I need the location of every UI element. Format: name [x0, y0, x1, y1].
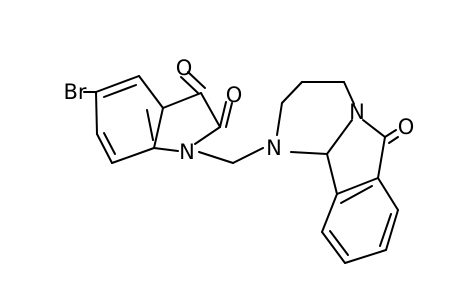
- bond: [180, 76, 199, 94]
- atom-nitrogen-pyrimidine: N: [266, 136, 282, 160]
- bond: [336, 177, 379, 195]
- bond: [194, 126, 221, 145]
- bond: [138, 75, 164, 109]
- bond: [96, 133, 113, 164]
- bond: [219, 101, 227, 128]
- bond: [362, 119, 386, 138]
- atom-nitrogen-isatin: N: [179, 140, 195, 164]
- atom-bromine: Br: [63, 80, 86, 104]
- bond: [103, 132, 116, 155]
- bond: [385, 209, 399, 251]
- bond: [162, 92, 202, 109]
- bond: [232, 147, 264, 164]
- bond: [384, 129, 397, 138]
- atom-labels: Br O O N N N O: [63, 56, 414, 164]
- bond: [95, 75, 140, 93]
- bond: [343, 81, 355, 105]
- bond: [329, 230, 349, 256]
- bond: [153, 147, 179, 152]
- bond: [146, 109, 154, 141]
- bond: [225, 102, 233, 128]
- bond: [340, 185, 373, 204]
- bond: [388, 136, 399, 144]
- bond: [95, 91, 98, 135]
- bond: [281, 81, 303, 104]
- atom-oxygen-lactam: O: [398, 115, 415, 139]
- bond: [344, 249, 387, 264]
- bond: [377, 177, 399, 211]
- bond: [290, 151, 328, 155]
- bond: [187, 71, 206, 89]
- bond: [321, 231, 346, 264]
- bond: [326, 153, 338, 195]
- atom-nitrogen-lactam: N: [349, 100, 365, 124]
- bond: [103, 84, 137, 98]
- atom-oxygen-amide: O: [226, 83, 243, 107]
- bond: [321, 193, 338, 233]
- bond: [198, 151, 234, 164]
- bond: [111, 147, 155, 164]
- bond: [200, 92, 221, 128]
- bond: [153, 107, 164, 149]
- bond: [276, 102, 283, 136]
- bond: [379, 213, 392, 247]
- bond: [377, 136, 386, 179]
- bond: [326, 119, 353, 155]
- bond-lines: [83, 71, 399, 264]
- atom-oxygen-ketone: O: [176, 56, 193, 80]
